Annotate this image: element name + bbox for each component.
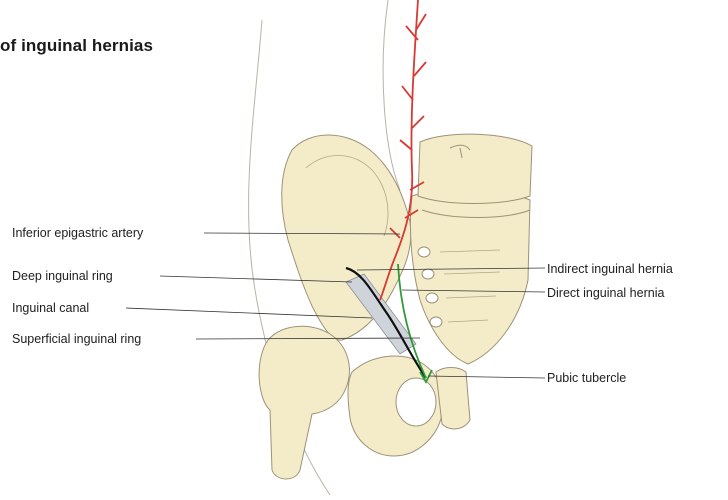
label-inferior-epigastric-artery: Inferior epigastric artery [12,226,143,240]
label-superficial-inguinal-ring: Superficial inguinal ring [12,332,141,346]
body-outline-right [383,0,400,190]
label-deep-inguinal-ring: Deep inguinal ring [12,269,113,283]
obturator-foramen [396,378,436,426]
diagram-title: of inguinal hernias [0,36,153,56]
label-inguinal-canal: Inguinal canal [12,301,89,315]
lumbar-vertebra [418,134,532,203]
ilium [282,135,411,340]
femur [259,326,349,479]
leader-superficial-ring [196,338,420,339]
label-pubic-tubercle: Pubic tubercle [547,371,626,385]
label-indirect-inguinal-hernia: Indirect inguinal hernia [547,262,673,276]
label-direct-inguinal-hernia: Direct inguinal hernia [547,286,664,300]
